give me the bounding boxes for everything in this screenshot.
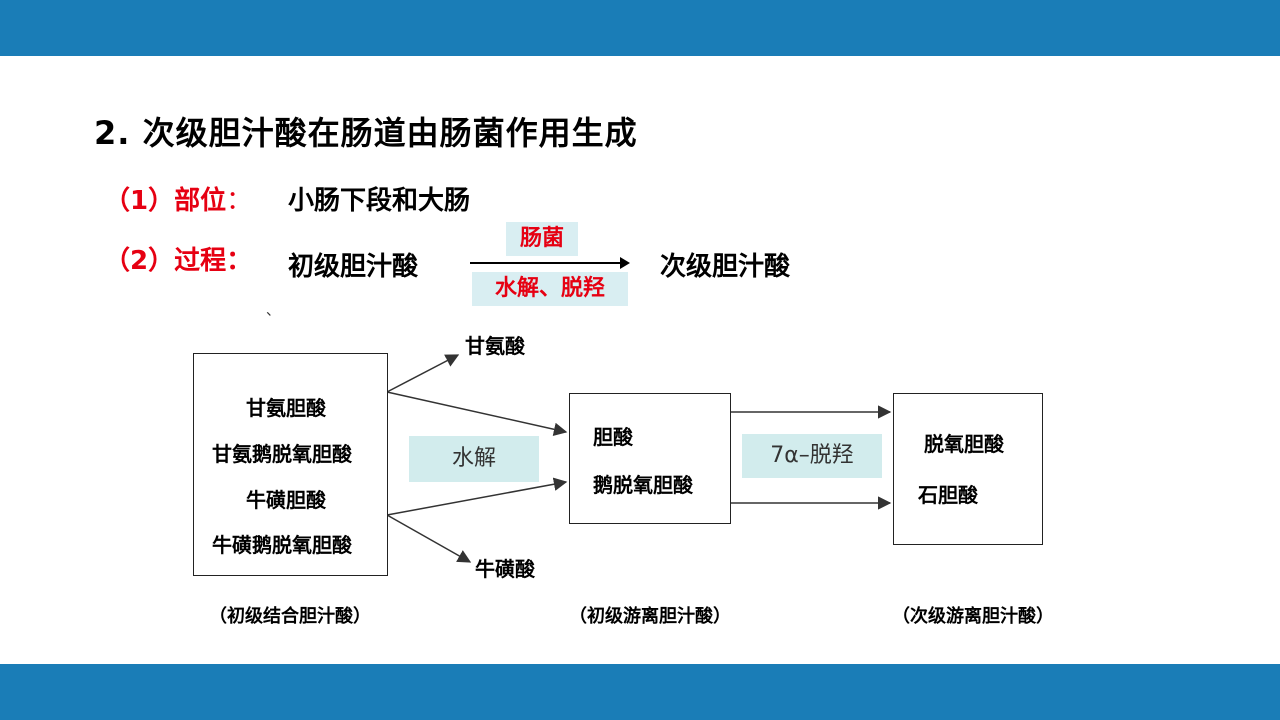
process-label: （2）过程： — [104, 246, 253, 276]
location-colon: ： — [226, 186, 253, 216]
slide-title: 2. 次级胆汁酸在肠道由肠菌作用生成 — [94, 114, 638, 152]
box3-item: 石胆酸 — [918, 483, 978, 507]
arrow-to-taurine — [386, 514, 472, 563]
arrow-to-primary-free-top — [386, 391, 568, 436]
step-dehydroxylation-label: 7α–脱羟 — [742, 434, 882, 478]
stray-mark: 、 — [266, 303, 280, 319]
product-text: 次级胆汁酸 — [660, 252, 791, 282]
top-banner — [0, 0, 1280, 56]
secondary-free-box: 脱氧胆酸 石胆酸 — [893, 393, 1043, 545]
caption-secondary-free: （次级游离胆汁酸） — [892, 606, 1054, 627]
reactant-text: 初级胆汁酸 — [288, 252, 419, 282]
box3-item: 脱氧胆酸 — [924, 432, 1004, 456]
box1-item: 甘氨鹅脱氧胆酸 — [212, 442, 352, 466]
caption-primary-conjugated: （初级结合胆汁酸） — [209, 606, 371, 627]
location-text: 小肠下段和大肠 — [288, 186, 471, 216]
primary-conjugated-box: 甘氨胆酸 甘氨鹅脱氧胆酸 牛磺胆酸 牛磺鹅脱氧胆酸 — [193, 353, 388, 576]
box1-item: 牛磺胆酸 — [246, 488, 326, 512]
arrow-to-glycine — [386, 354, 460, 393]
condition-above-arrow: 肠菌 — [506, 222, 578, 256]
box1-item: 牛磺鹅脱氧胆酸 — [212, 533, 352, 557]
caption-primary-free: （初级游离胆汁酸） — [569, 606, 731, 627]
location-label-text: （1）部位 — [104, 186, 227, 216]
condition-below-arrow: 水解、脱羟 — [472, 272, 628, 306]
primary-free-box: 胆酸 鹅脱氧胆酸 — [569, 393, 731, 524]
box2-item: 胆酸 — [593, 425, 633, 449]
arrow-to-primary-free-bottom — [386, 477, 568, 516]
box2-item: 鹅脱氧胆酸 — [593, 473, 693, 497]
location-label: （1）部位： — [104, 180, 252, 217]
box1-item: 甘氨胆酸 — [246, 396, 326, 420]
reaction-arrow — [470, 257, 630, 269]
step-hydrolysis-label: 水解 — [409, 436, 539, 482]
byproduct-taurine: 牛磺酸 — [475, 557, 535, 581]
bottom-banner — [0, 664, 1280, 720]
byproduct-glycine: 甘氨酸 — [465, 334, 525, 358]
